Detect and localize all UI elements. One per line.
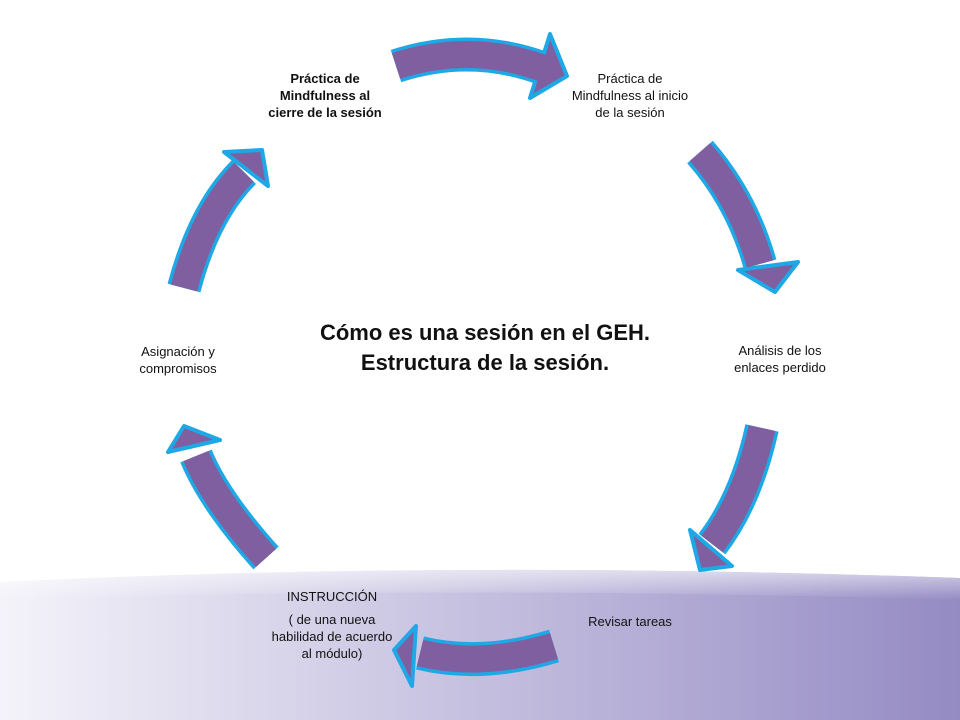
label-line: Mindfulness al xyxy=(279,88,371,103)
step-instruction: INSTRUCCIÓN ( de una nueva habilidad de … xyxy=(258,588,406,662)
label-line: de la sesión xyxy=(595,105,665,120)
cycle-arrow-1 xyxy=(390,32,569,100)
label-line: cierre de la sesión xyxy=(268,105,382,120)
label-line: ( de una nueva xyxy=(288,612,376,627)
cycle-arrow-3 xyxy=(688,424,779,572)
label-line: INSTRUCCIÓN xyxy=(286,589,378,604)
cycle-arrow-4 xyxy=(392,624,559,688)
label-line: habilidad de acuerdo xyxy=(271,629,393,644)
label-line: Práctica de xyxy=(597,71,663,86)
label-line: Práctica de xyxy=(290,71,360,86)
step-analysis: Análisis de los enlaces perdido xyxy=(715,342,845,376)
label-line: enlaces perdido xyxy=(734,360,826,375)
title-line: Cómo es una sesión en el GEH. xyxy=(319,320,651,345)
cycle-arrow-2 xyxy=(687,140,800,294)
label-line: compromisos xyxy=(139,361,217,376)
label-line: Revisar tareas xyxy=(588,614,672,629)
step-review-tasks: Revisar tareas xyxy=(570,613,690,630)
label-line: al módulo) xyxy=(301,646,363,661)
diagram-title: Cómo es una sesión en el GEH. Estructura… xyxy=(300,318,670,378)
step-opening-mindfulness: Práctica de Mindfulness al inicio de la … xyxy=(555,70,705,121)
cycle-arrow-5 xyxy=(166,424,279,570)
label-line: Asignación y xyxy=(141,344,215,359)
step-closing-mindfulness: Práctica de Mindfulness al cierre de la … xyxy=(255,70,395,121)
label-line: Mindfulness al inicio xyxy=(571,88,689,103)
cycle-arrow-6 xyxy=(167,148,270,293)
step-assignment: Asignación y compromisos xyxy=(118,343,238,377)
title-line: Estructura de la sesión. xyxy=(360,350,610,375)
label-line: Análisis de los xyxy=(738,343,822,358)
